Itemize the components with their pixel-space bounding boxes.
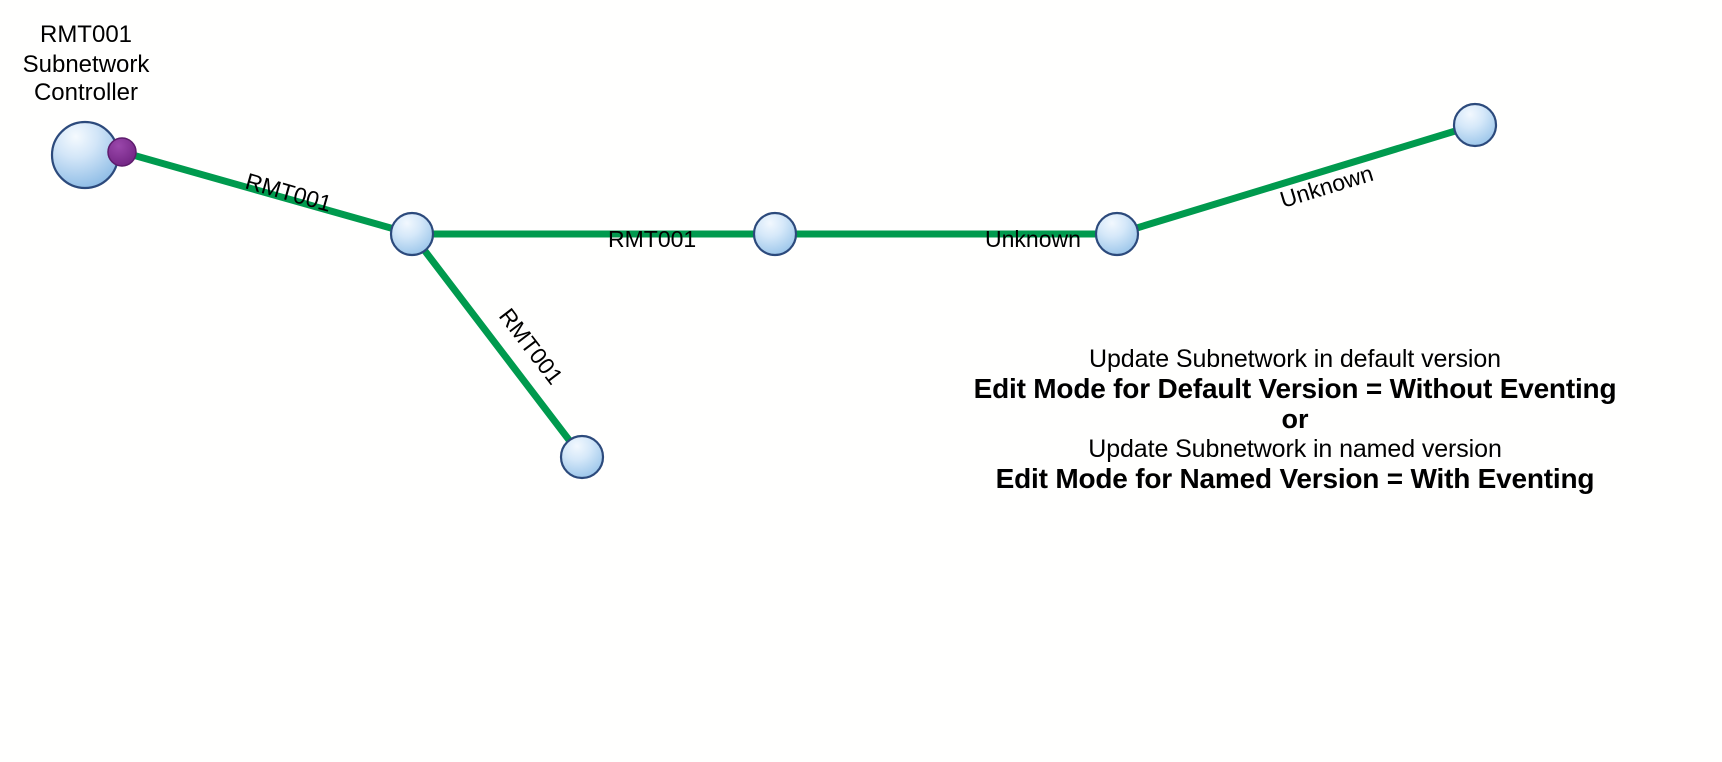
annotation-line-default-version: Update Subnetwork in default version xyxy=(1089,345,1501,373)
node-branch[interactable] xyxy=(389,211,435,257)
edge-label-middle-right: Unknown xyxy=(985,226,1081,252)
controller-caption-line-2: Subnetwork xyxy=(23,51,151,78)
node-layer xyxy=(50,102,1498,480)
link-controller-branch[interactable] xyxy=(118,148,416,238)
link-branch-leaf[interactable] xyxy=(408,230,586,461)
subnetwork-controller-marker[interactable] xyxy=(107,137,137,167)
annotation-line-named-version: Update Subnetwork in named version xyxy=(1088,434,1502,463)
controller-caption-line-3: Controller xyxy=(34,79,138,106)
controller-caption: RMT001 Subnetwork Controller xyxy=(23,21,151,106)
link-right-topright[interactable] xyxy=(1113,121,1479,238)
edge-label-branch-middle: RMT001 xyxy=(608,226,696,252)
annotation-line-default-edit-mode: Edit Mode for Default Version = Without … xyxy=(973,373,1617,404)
node-middle[interactable] xyxy=(752,211,798,257)
node-right[interactable] xyxy=(1094,211,1140,257)
controller-caption-line-1: RMT001 xyxy=(40,21,132,48)
node-top-right[interactable] xyxy=(1452,102,1498,148)
edge-label-controller-branch: RMT001 xyxy=(243,168,335,217)
annotation-line-or: or xyxy=(1281,404,1309,435)
edge-label-branch-leaf: RMT001 xyxy=(494,303,568,389)
link-layer xyxy=(118,121,1479,461)
node-leaf-bottom[interactable] xyxy=(559,434,605,480)
annotation-line-named-edit-mode: Edit Mode for Named Version = With Event… xyxy=(995,462,1595,494)
edit-mode-annotation: Update Subnetwork in default version Edi… xyxy=(900,345,1690,494)
